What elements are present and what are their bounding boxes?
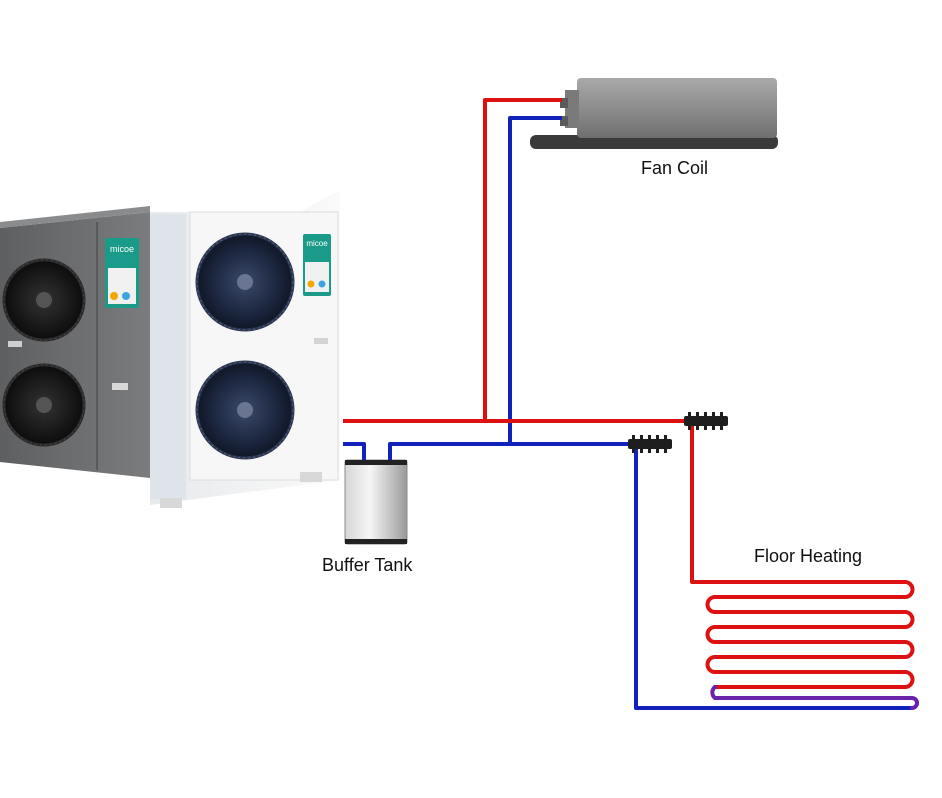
- buffer-tank: [344, 459, 408, 545]
- fan-coil-label: Fan Coil: [641, 158, 709, 178]
- heat-pump-back-unit: micoe: [0, 206, 150, 478]
- buffer-tank-label: Buffer Tank: [322, 555, 413, 575]
- heat-pump-front-unit: micoe: [150, 190, 340, 508]
- manifold-icon: [628, 435, 672, 453]
- brand-logo-front: micoe: [306, 239, 328, 248]
- manifold-icon: [684, 412, 728, 430]
- heat-pump-unit-icon: micoe micoe: [0, 190, 340, 508]
- floor-heating-label: Floor Heating: [754, 546, 863, 566]
- side-grill: [150, 214, 186, 499]
- brand-logo-back: micoe: [110, 244, 134, 254]
- supply-pipes: [343, 98, 905, 584]
- return-pipes: [343, 116, 912, 710]
- floor-heating-coil: [705, 580, 919, 710]
- fan-coil-unit: [530, 78, 778, 149]
